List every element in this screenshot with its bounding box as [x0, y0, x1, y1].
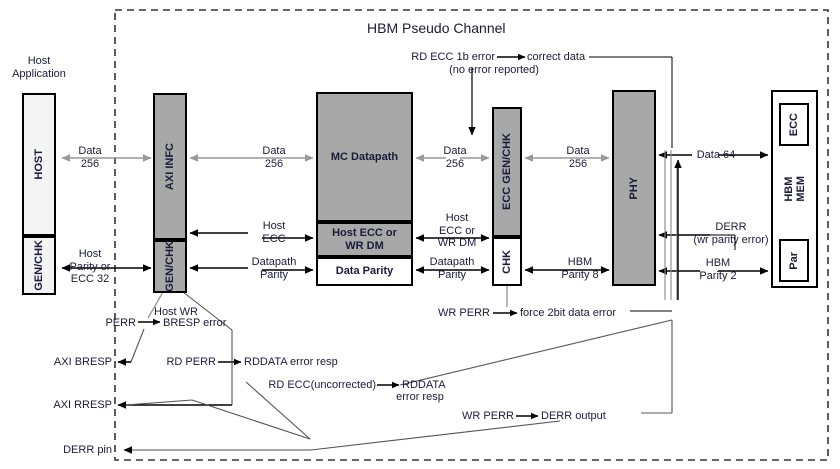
- annotation-perr: PERR: [105, 317, 136, 329]
- annotation-wr-perr-derr: WR PERR: [462, 410, 514, 422]
- signal-data256-mc-ecc: Data 256: [443, 145, 467, 170]
- annotation-rddata-error-resp: RDDATA error resp: [244, 356, 338, 368]
- signal-data256-host-axi: Data 256: [78, 145, 102, 170]
- annotation-bresp-error: BRESP error: [163, 317, 227, 329]
- block-ecc-label: ECC: [788, 112, 800, 137]
- annotation-wr-perr-force: WR PERR: [438, 307, 490, 319]
- pin-axi-bresp: AXI BRESP: [53, 356, 112, 368]
- block-phy[interactable]: PHY: [612, 90, 656, 286]
- signal-host-parity-ecc32: Host Parity or ECC 32: [69, 248, 111, 285]
- pin-derr-pin: DERR pin: [63, 444, 112, 456]
- block-chk-label: CHK: [501, 249, 513, 274]
- block-ecc[interactable]: ECC: [779, 103, 809, 146]
- block-axi-gen-chk[interactable]: GEN/CHK: [153, 240, 187, 293]
- block-host-gen-chk[interactable]: GEN/CHK: [22, 236, 56, 295]
- signal-hbm-parity2: HBM Parity 2: [699, 257, 737, 282]
- hbm-pseudo-channel-boundary: [114, 9, 829, 461]
- annotation-correct-data: correct data: [527, 51, 586, 63]
- annotation-rd-perr: RD PERR: [166, 356, 216, 368]
- pin-axi-rresp: AXI RRESP: [53, 399, 112, 411]
- signal-datapath-parity-left: Datapath Parity: [251, 256, 297, 281]
- annotation-force-2bit-data-error: force 2bit data error: [520, 307, 616, 319]
- signal-hbm-parity8: HBM Parity 8: [561, 256, 599, 281]
- block-data-parity-label: Data Parity: [335, 265, 394, 277]
- block-host[interactable]: HOST: [22, 93, 56, 236]
- block-ecc-gen-chk[interactable]: ECC GEN/CHK: [492, 107, 522, 237]
- signal-host-ecc: Host ECC: [262, 220, 286, 245]
- block-axi-infc-label: AXI INFC: [164, 142, 176, 191]
- block-par-label: Par: [788, 251, 800, 270]
- signal-data256-ecc-phy: Data 256: [566, 145, 590, 170]
- annotation-derr-output: DERR output: [541, 410, 606, 422]
- annotation-rd-ecc-1b-error: RD ECC 1b error: [411, 51, 495, 63]
- block-host-ecc-or-wr-dm-label: Host ECC or WR DM: [332, 226, 397, 252]
- block-hbm-mem-label: HBM MEM: [782, 176, 807, 202]
- signal-host-ecc-or-wr-dm: Host ECC or WR DM: [437, 212, 477, 249]
- block-host-label: HOST: [33, 149, 45, 180]
- signal-data64: Data 64: [696, 149, 736, 161]
- annotation-no-error-reported: (no error reported): [449, 64, 539, 76]
- annotation-rd-ecc-uncorrected: RD ECC(uncorrected): [268, 379, 376, 391]
- annotation-host-wr: Host WR: [154, 306, 198, 318]
- block-ecc-gen-chk-label: ECC GEN/CHK: [501, 133, 513, 211]
- block-par[interactable]: Par: [779, 239, 809, 282]
- block-host-gen-chk-label: GEN/CHK: [33, 240, 45, 291]
- block-axi-gen-chk-label: GEN/CHK: [164, 241, 176, 292]
- block-host-ecc-or-wr-dm[interactable]: Host ECC or WR DM: [316, 222, 413, 257]
- block-mc-datapath[interactable]: MC Datapath: [316, 92, 413, 222]
- block-data-parity[interactable]: Data Parity: [316, 257, 413, 286]
- host-application-label: Host Application: [12, 55, 66, 80]
- annotation-rddata-error-resp-sub: error resp: [396, 391, 444, 403]
- signal-data256-axi-mc: Data 256: [262, 145, 286, 170]
- annotation-rddata: RDDATA: [402, 379, 446, 391]
- block-chk[interactable]: CHK: [492, 237, 522, 286]
- signal-datapath-parity-right: Datapath Parity: [429, 256, 475, 281]
- signal-derr-wr-parity-error: DERR (wr parity error): [693, 221, 769, 246]
- block-phy-label: PHY: [628, 176, 640, 200]
- block-mc-datapath-label: MC Datapath: [330, 150, 399, 163]
- diagram-title: HBM Pseudo Channel: [367, 20, 506, 36]
- block-axi-infc[interactable]: AXI INFC: [153, 93, 187, 240]
